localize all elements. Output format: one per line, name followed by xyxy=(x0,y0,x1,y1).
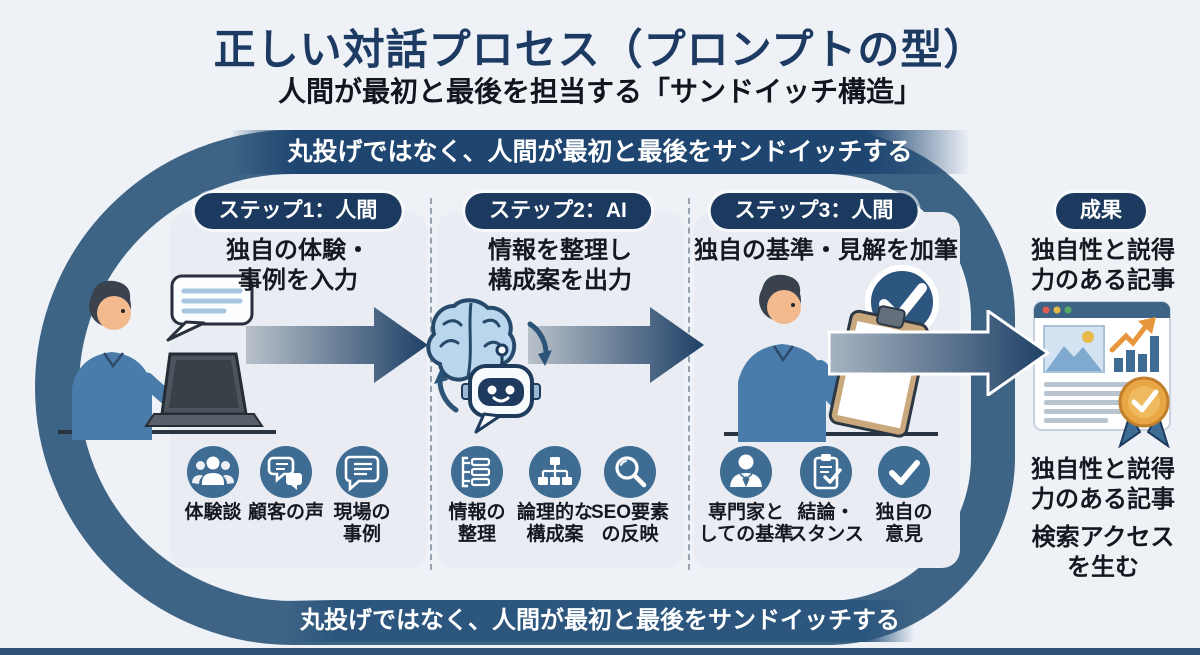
step3-item1-label: 専門家としての基準 xyxy=(698,502,794,546)
step3-item3-label: 独自の意見 xyxy=(875,502,933,546)
step1-item2-label: 顧客の声 xyxy=(247,502,324,523)
users-icon xyxy=(187,446,239,498)
browser-window-icon xyxy=(1033,301,1171,431)
article-award-illustration xyxy=(1033,301,1171,448)
flow-arrow-2 xyxy=(528,307,704,383)
check-icon xyxy=(878,446,930,498)
cycle-arrows-icon xyxy=(434,321,552,413)
step1-badge: ステップ1：人間 xyxy=(194,193,402,229)
person-typing-laptop-illustration xyxy=(58,274,276,440)
magnifier-icon xyxy=(604,446,656,498)
bottom-edge-strip xyxy=(0,648,1200,655)
divider-step2-step3 xyxy=(688,198,690,570)
step1-item3-label: 現場の事例 xyxy=(333,502,391,546)
laptop-icon xyxy=(144,352,264,427)
speech-bubbles-icon xyxy=(260,446,312,498)
hierarchy-icon xyxy=(529,446,581,498)
award-ribbon-icon xyxy=(1118,376,1170,448)
speech-bubble-icon xyxy=(166,274,254,342)
banner-top: 丸投げではなく、人間が最初と最後をサンドイッチする xyxy=(230,130,970,174)
flow-arrow-3 xyxy=(828,310,1050,396)
result-text-1: 独自性と説得力のある記事 xyxy=(1031,237,1175,294)
brain-icon xyxy=(426,298,517,382)
document-bubble-icon xyxy=(336,446,388,498)
step1-item1-label: 体験談 xyxy=(184,502,242,523)
step2-item3-label: SEO要素の反映 xyxy=(590,502,670,546)
flow-arrow-1 xyxy=(246,307,428,383)
divider-step1-step2 xyxy=(430,198,432,570)
page-title: 正しい対話プロセス（プロンプトの型） xyxy=(213,26,987,73)
step2-item2-label: 論理的な構成案 xyxy=(516,502,593,546)
step2-badge: ステップ2：AI xyxy=(465,193,651,229)
result-text-3: 検索アクセスを生む xyxy=(1031,524,1175,581)
step3-title: 独自の基準・見解を加筆 xyxy=(694,237,958,264)
banner-bottom: 丸投げではなく、人間が最初と最後をサンドイッチする xyxy=(285,600,915,642)
step2-item1-label: 情報の整理 xyxy=(448,502,506,546)
clipboard-check-icon xyxy=(800,446,852,498)
step2-title: 情報を整理し 構成案を出力 xyxy=(488,237,632,294)
page-subtitle: 人間が最初と最後を担当する「サンドイッチ構造」 xyxy=(277,76,922,107)
result-text-2: 独自性と説得力のある記事 xyxy=(1031,456,1175,513)
robot-icon xyxy=(461,343,541,434)
step3-badge: ステップ3：人間 xyxy=(710,193,918,229)
step1-title: 独自の体験・ 事例を入力 xyxy=(226,237,370,294)
result-badge: 成果 xyxy=(1056,193,1146,229)
step3-item2-label: 結論・スタンス xyxy=(788,502,864,546)
professional-icon xyxy=(720,446,772,498)
list-icon xyxy=(451,446,503,498)
brain-robot-illustration xyxy=(426,298,552,434)
